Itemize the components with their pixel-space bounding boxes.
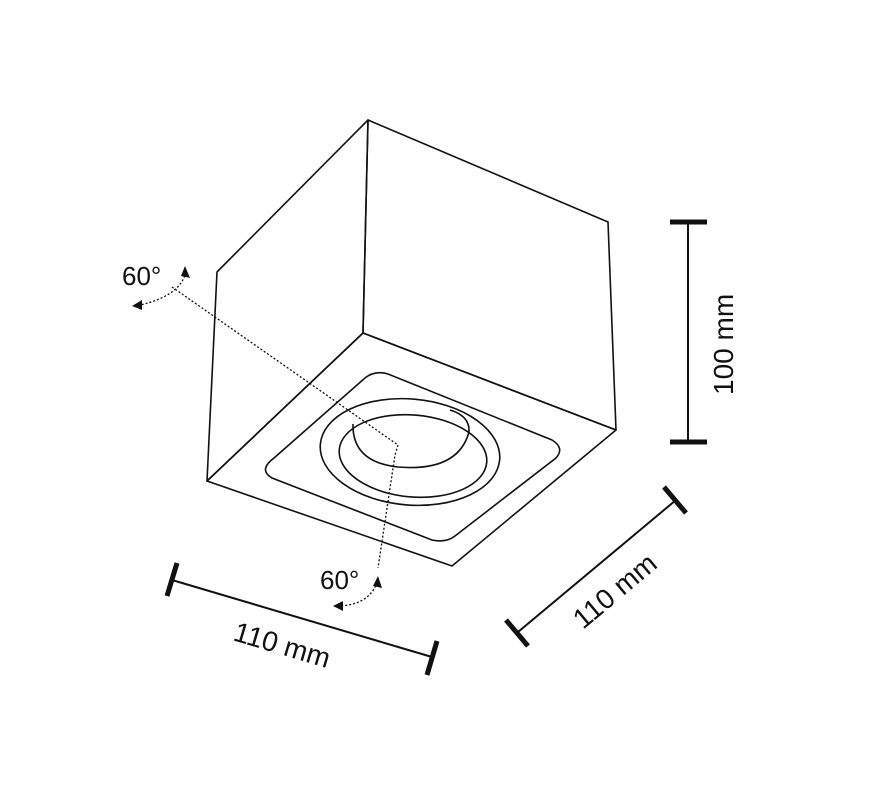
- outer-ring: [319, 397, 501, 507]
- front-width-dimension: [164, 562, 440, 676]
- tilt-arc-lower: [339, 581, 378, 607]
- tilt-axis: [139, 271, 399, 607]
- arrow-icon: [373, 576, 382, 588]
- depth-cap-left: [504, 618, 530, 648]
- arrow-icon: [333, 601, 343, 611]
- square-trim-plate: [264, 371, 561, 542]
- housing-right-face: [362, 119, 617, 431]
- lamp-trim: [264, 371, 561, 542]
- arrow-icon: [181, 266, 190, 278]
- depth-cap-right: [662, 485, 688, 515]
- depth-label: 110 mm: [567, 547, 663, 634]
- front-width-label: 110 mm: [230, 616, 334, 674]
- arrow-icon: [132, 300, 142, 310]
- lens-cap: [352, 409, 470, 469]
- tilt-axis-upper: [171, 286, 399, 446]
- front-width-cap-left: [164, 562, 180, 597]
- depth-dimension: [504, 485, 688, 648]
- front-width-cap-right: [424, 640, 440, 676]
- arrowheads: [132, 266, 382, 611]
- front-width-line: [171, 579, 433, 658]
- height-label: 100 mm: [708, 294, 739, 395]
- cube-housing: [206, 119, 617, 567]
- middle-ring: [338, 413, 488, 499]
- height-dimension: [670, 219, 707, 445]
- housing-left-face: [206, 119, 369, 482]
- upper-tilt-label: 60°: [122, 261, 161, 291]
- depth-line: [517, 499, 677, 633]
- lower-tilt-label: 60°: [320, 565, 359, 595]
- housing-bottom-face: [206, 332, 617, 567]
